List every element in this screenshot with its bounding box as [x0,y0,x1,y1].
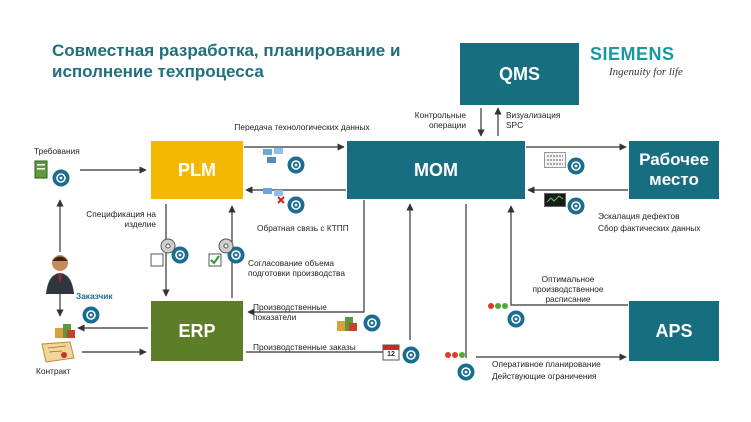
siemens-logo: SIEMENS [590,44,675,64]
workplace-box: Рабочее место [629,141,719,199]
label-prod-orders: Производственные заказы [253,342,356,352]
gear-icon [567,197,585,215]
database-stack-icon [337,317,357,331]
qms-box: QMS [460,43,579,105]
spreadsheet-icon [544,152,566,168]
label-customer: Заказчик [76,291,113,301]
label-defects: Эскалация дефектов [598,211,680,221]
cd-disc-icon [218,238,234,254]
gear-icon [567,157,585,175]
feedback-error-icon [263,188,285,204]
calendar-icon [382,344,400,361]
mom-box: MOM [347,141,525,199]
cd-disc-icon [160,238,176,254]
label-actual-data: Сбор фактических данных [598,223,701,233]
person-customer-icon [46,255,74,294]
aps-box: APS [629,301,719,361]
monitor-icon [544,193,566,207]
calendar-day: 12 [387,351,395,358]
label-contract: Контракт [36,366,71,376]
label-optimal-schedule: Оптимальное производственное расписание [532,274,604,304]
data-transfer-icon [263,148,283,163]
erp-box: ERP [151,301,243,361]
label-coordination: Согласование объема подготовки производс… [248,258,345,278]
gear-icon [402,346,420,364]
contract-scroll-icon [41,341,75,363]
label-requirements: Требования [34,146,80,156]
label-tech-data: Передача технологических данных [234,122,370,132]
gear-icon [52,169,70,187]
status-lights-icon [488,303,508,309]
gear-icon [457,363,475,381]
label-constraints: Действующие ограничения [492,371,597,381]
label-feedback: Обратная связь с КТПП [257,223,349,233]
status-lights-icon [445,352,465,358]
page-title: Совместная разработка, планирование и ис… [52,41,401,81]
plm-box: PLM [151,141,243,199]
gear-icon [82,306,100,324]
label-op-planning: Оперативное планирование [492,359,601,369]
checkbox-empty-icon [150,253,164,267]
label-specs: Спецификация на изделие [86,209,156,229]
gear-icon [287,196,305,214]
gear-icon [507,310,525,328]
requirements-document-icon [34,160,48,179]
label-prod-indicators: Производственные показатели [253,302,327,322]
database-stack-icon [55,324,75,338]
label-control-ops: Контрольные операции [414,110,466,130]
label-spc: Визуализация SPC [506,110,561,130]
checkbox-checked-icon [208,253,222,267]
gear-icon [171,246,189,264]
gear-icon [363,314,381,332]
gear-icon [287,156,305,174]
siemens-tagline: Ingenuity for life [609,66,683,78]
